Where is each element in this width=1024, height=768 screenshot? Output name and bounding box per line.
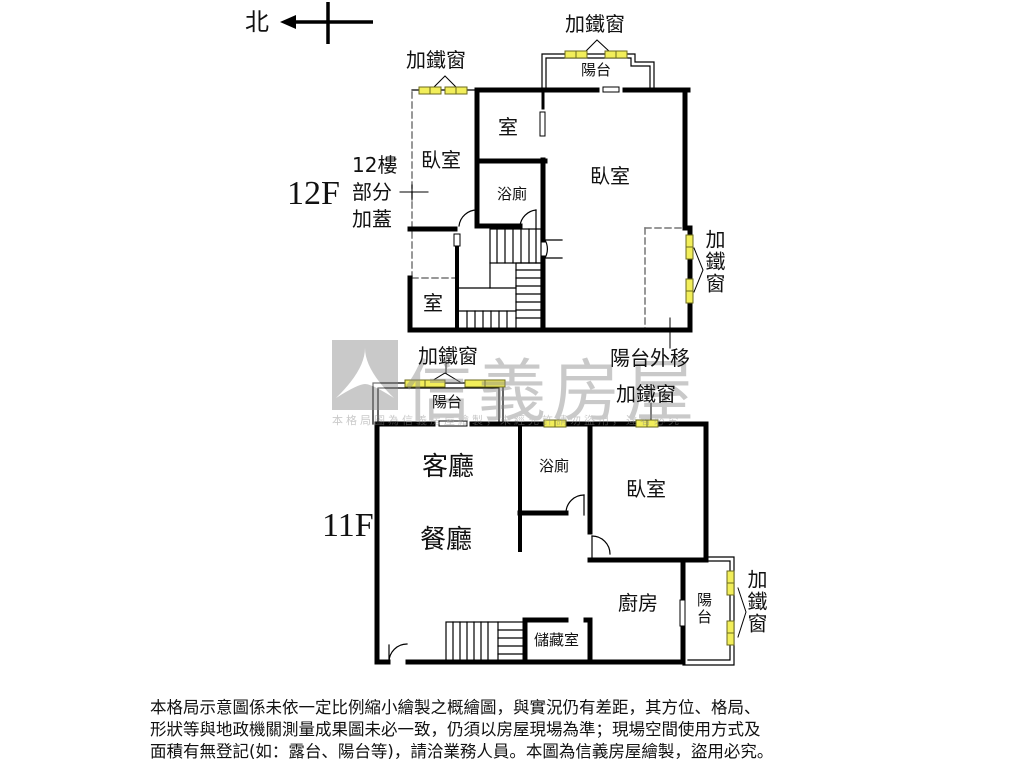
note-iron-window-12f-top: 加鐵窗 bbox=[565, 12, 625, 36]
note-iron-window-11f-right: 加鐵窗 bbox=[744, 569, 768, 635]
room-12f-bedroom-main: 臥室 bbox=[590, 164, 630, 188]
room-11f-balcony-right: 陽台 bbox=[695, 592, 713, 626]
room-11f-bedroom: 臥室 bbox=[626, 477, 666, 501]
note-balcony-moved-out: 陽台外移 bbox=[610, 346, 690, 370]
compass-north-label: 北 bbox=[245, 8, 269, 36]
disclaimer: 本格局示意圖係未依一定比例縮小繪製之概繪圖，與實況仍有差距，其方位、格局、 形狀… bbox=[150, 697, 890, 763]
room-11f-storage: 儲藏室 bbox=[534, 631, 580, 649]
disclaimer-line-2: 形狀等與地政機關測量成果圖未必一致，仍須以房屋現場為準；現場空間使用方式及 bbox=[150, 720, 761, 739]
room-12f-bathroom: 浴廁 bbox=[497, 185, 528, 203]
note-iron-window-11f-top-right: 加鐵窗 bbox=[616, 382, 676, 406]
room-12f-bedroom-left: 臥室 bbox=[421, 148, 461, 172]
north-arrow-icon bbox=[280, 2, 373, 44]
floor-11f-walls bbox=[372, 361, 747, 666]
disclaimer-line-1: 本格局示意圖係未依一定比例縮小繪製之概繪圖，與實況仍有差距，其方位、格局、 bbox=[150, 698, 761, 717]
room-12f-small-room-top: 室 bbox=[498, 115, 518, 139]
floor-12f-walls bbox=[399, 39, 704, 349]
room-11f-living-room: 客廳 bbox=[422, 452, 475, 482]
note-iron-window-12f-right: 加鐵窗 bbox=[702, 229, 726, 295]
floor-label-11f: 11F bbox=[322, 507, 374, 544]
room-11f-bathroom: 浴廁 bbox=[539, 457, 570, 475]
iron-windows-11f bbox=[404, 379, 735, 646]
disclaimer-line-3: 面積有無登記(如：露台、陽台等)，請洽業務人員。本圖為信義房屋繪製，盜用必究。 bbox=[150, 742, 774, 761]
room-12f-small-room-bottom: 室 bbox=[423, 291, 443, 315]
room-11f-dining-room: 餐廳 bbox=[420, 525, 473, 555]
annotation-line-2: 部分 bbox=[352, 180, 392, 204]
room-11f-balcony-top: 陽台 bbox=[432, 393, 463, 411]
annotation-line-1: 12樓 bbox=[352, 153, 398, 177]
room-11f-kitchen: 廚房 bbox=[618, 591, 658, 615]
note-iron-window-12f-left: 加鐵窗 bbox=[406, 48, 466, 72]
annotation-line-3: 加蓋 bbox=[352, 207, 392, 231]
room-12f-balcony: 陽台 bbox=[581, 61, 612, 79]
note-iron-window-11f-top-left: 加鐵窗 bbox=[418, 344, 478, 368]
floor-label-12f: 12F bbox=[287, 175, 340, 212]
